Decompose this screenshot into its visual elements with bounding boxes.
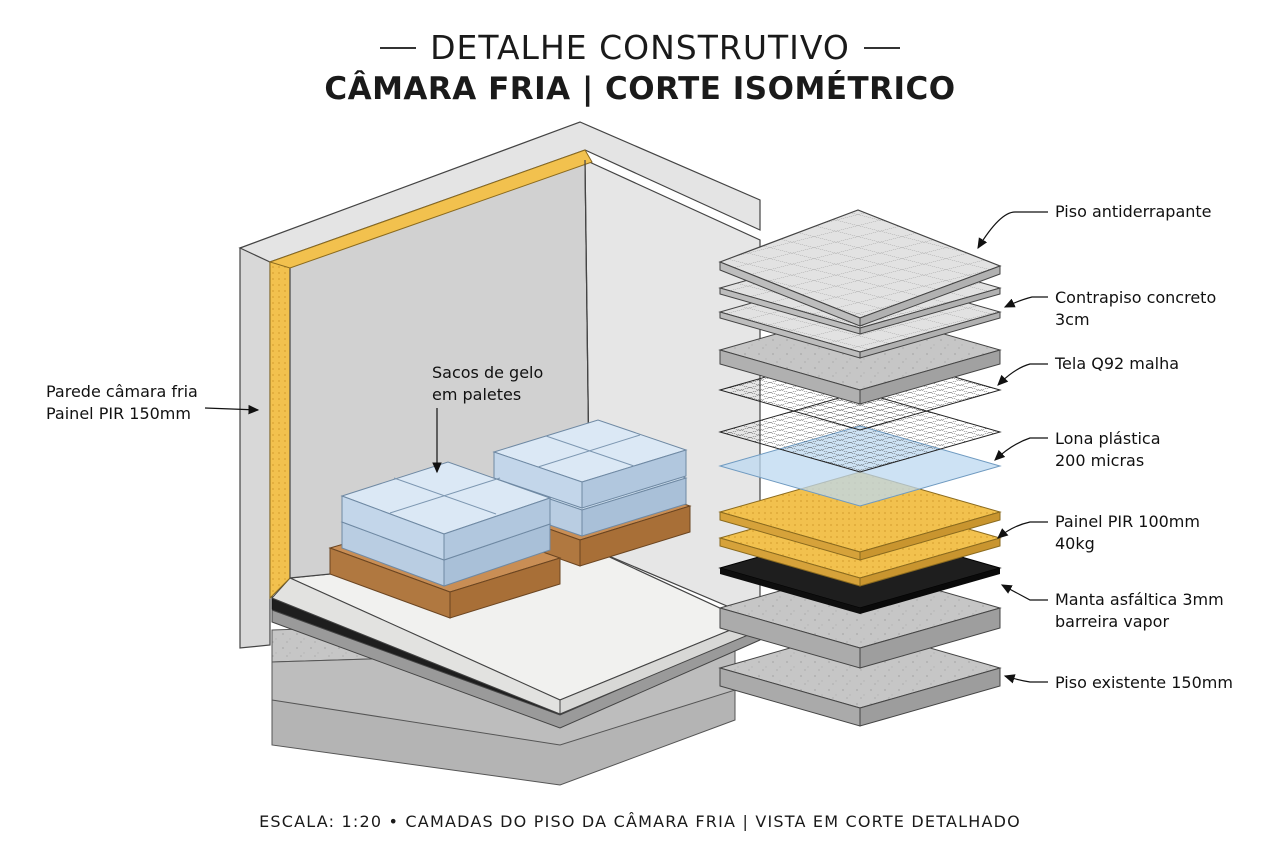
arrow-existing bbox=[1003, 674, 1048, 684]
title-block: DETALHE CONSTRUTIVO CÂMARA FRIA | CORTE … bbox=[0, 28, 1280, 107]
title-rule-left bbox=[380, 46, 417, 49]
existing-slab-lower bbox=[271, 689, 736, 786]
label-antislip-floor: Piso antiderrapante bbox=[1055, 201, 1212, 223]
label-plastic-film-line2: 200 micras bbox=[1055, 451, 1145, 470]
page-subtitle: CÂMARA FRIA | CORTE ISOMÉTRICO bbox=[324, 71, 956, 107]
layer-antislip-floor bbox=[718, 209, 1002, 327]
label-pir-panel: Painel PIR 100mm 40kg bbox=[1055, 511, 1200, 555]
wall-label: Parede câmara fria Painel PIR 150mm bbox=[46, 381, 198, 425]
title-row: DETALHE CONSTRUTIVO bbox=[380, 28, 900, 67]
left-wall-core bbox=[269, 245, 291, 600]
label-existing-floor: Piso existente 150mm bbox=[1055, 672, 1233, 694]
wall-top-core bbox=[268, 149, 593, 269]
label-asphalt-line2: barreira vapor bbox=[1055, 612, 1170, 631]
arrow-antislip bbox=[977, 211, 1048, 250]
wall-label-line1: Parede câmara fria bbox=[46, 382, 198, 401]
label-pir-panel-line2: 40kg bbox=[1055, 534, 1095, 553]
exploded-layers bbox=[718, 209, 1002, 727]
label-plastic-film: Lona plástica 200 micras bbox=[1055, 428, 1161, 472]
label-asphalt-line1: Manta asfáltica 3mm bbox=[1055, 590, 1224, 609]
label-mesh-line1: Tela Q92 malha bbox=[1055, 354, 1180, 373]
arrow-asphalt bbox=[1000, 584, 1048, 601]
wall-label-line2: Painel PIR 150mm bbox=[46, 404, 191, 423]
ice-stack-back bbox=[492, 419, 688, 537]
label-mesh: Tela Q92 malha bbox=[1055, 353, 1179, 375]
page-title: DETALHE CONSTRUTIVO bbox=[430, 28, 850, 67]
label-concrete-screed-line2: 3cm bbox=[1055, 310, 1090, 329]
arrow-wall bbox=[204, 404, 260, 415]
layer-pir-panel-upper bbox=[718, 471, 1002, 561]
left-wall-outer bbox=[239, 239, 271, 649]
pallet-back-front bbox=[579, 505, 691, 567]
ice-stack-front bbox=[340, 461, 552, 587]
leader-lines bbox=[204, 211, 1048, 684]
ice-label-line2: em paletes bbox=[432, 385, 522, 404]
label-asphalt: Manta asfáltica 3mm barreira vapor bbox=[1055, 589, 1224, 633]
label-plastic-film-line1: Lona plástica bbox=[1055, 429, 1161, 448]
label-concrete-screed: Contrapiso concreto 3cm bbox=[1055, 287, 1216, 331]
arrow-mesh bbox=[997, 363, 1048, 386]
pallet-group-front bbox=[328, 461, 562, 619]
ice-label: Sacos de gelo em paletes bbox=[432, 362, 543, 406]
ice-label-line1: Sacos de gelo bbox=[432, 363, 544, 382]
footer-caption: ESCALA: 1:20 • CAMADAS DO PISO DA CÂMARA… bbox=[259, 812, 1021, 831]
room-floor-sublayer bbox=[271, 609, 761, 729]
title-rule-right bbox=[863, 46, 900, 49]
arrow-pir bbox=[997, 521, 1048, 539]
label-existing-floor-line1: Piso existente 150mm bbox=[1055, 673, 1233, 692]
arrow-film bbox=[994, 437, 1048, 461]
arrow-screed bbox=[1003, 296, 1048, 308]
label-antislip-floor-line1: Piso antiderrapante bbox=[1055, 202, 1212, 221]
pallet-front-front bbox=[449, 557, 561, 619]
label-pir-panel-line1: Painel PIR 100mm bbox=[1055, 512, 1200, 531]
label-concrete-screed-line1: Contrapiso concreto bbox=[1055, 288, 1217, 307]
